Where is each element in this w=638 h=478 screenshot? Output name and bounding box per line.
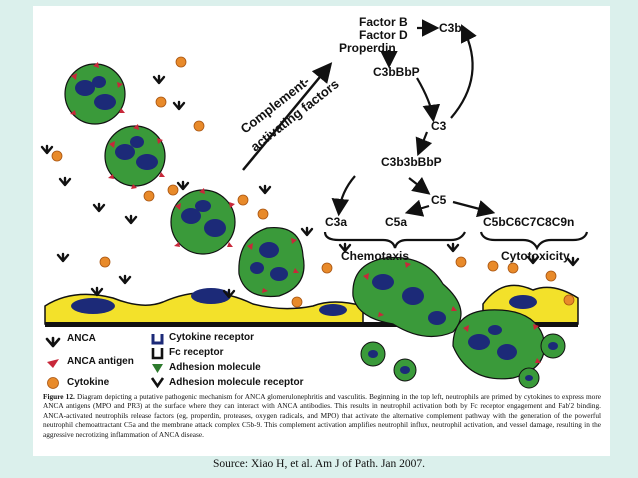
legend-anca-antigen: ANCA antigen bbox=[67, 356, 134, 367]
fc-receptor-icon bbox=[151, 348, 164, 360]
neutrophil-fragments bbox=[360, 333, 566, 389]
cytokine-receptor-icon bbox=[151, 334, 164, 345]
legend-symbols bbox=[45, 334, 165, 389]
neutrophil-4 bbox=[238, 226, 305, 298]
figure-caption: Figure 12. Diagram depicting a putative … bbox=[43, 392, 601, 439]
c3bbbp-label: C3bBbP bbox=[373, 65, 420, 79]
cytotoxicity-label: Cytotoxicity bbox=[501, 249, 570, 263]
source-citation: Source: Xiao H, et al. Am J of Path. Jan… bbox=[212, 458, 426, 470]
factor-d-label: Factor D bbox=[359, 28, 408, 42]
legend-adhesion-molecule: Adhesion molecule bbox=[169, 362, 261, 373]
adhesion-molecule-icon bbox=[152, 364, 163, 373]
legend-cytokine: Cytokine bbox=[67, 377, 110, 388]
properdin-label: Properdin bbox=[339, 41, 396, 55]
figure-panel: Complement- activating factors Factor B … bbox=[33, 6, 610, 456]
legend-cytokine-receptor: Cytokine receptor bbox=[169, 332, 255, 343]
adhesion-molecule-receptor-icon bbox=[150, 377, 165, 389]
c3b-label: C3b bbox=[439, 21, 462, 35]
neutrophil-1 bbox=[64, 62, 126, 125]
figure-label: Figure 12. bbox=[43, 392, 75, 401]
cascade-arrows bbox=[323, 19, 589, 251]
anca-antigen-icon bbox=[47, 359, 59, 368]
anca-icon bbox=[45, 336, 61, 348]
c3b3bbbp-label: C3b3bBbP bbox=[381, 155, 442, 169]
anca-pathogenesis-diagram: Complement- activating factors Factor B … bbox=[40, 15, 589, 389]
legend-fc-receptor: Fc receptor bbox=[169, 347, 224, 358]
figure-caption-text: Diagram depicting a putative pathogenic … bbox=[43, 392, 602, 439]
chemotaxis-label: Chemotaxis bbox=[341, 249, 409, 263]
c3a-label: C3a bbox=[325, 215, 347, 229]
neutrophil-5 bbox=[352, 256, 462, 338]
neutrophil-3 bbox=[170, 188, 236, 255]
legend-adhesion-molecule-receptor: Adhesion molecule receptor bbox=[169, 377, 304, 388]
c3-label: C3 bbox=[431, 119, 447, 133]
neutrophil-2 bbox=[104, 124, 166, 189]
legend-anca: ANCA bbox=[67, 333, 96, 344]
complement-cascade: Factor B Factor D Properdin C3b C3bBbP C… bbox=[325, 15, 574, 263]
factor-b-label: Factor B bbox=[359, 15, 408, 29]
cytokine-icon bbox=[47, 377, 59, 389]
cytokines bbox=[51, 56, 575, 308]
complement-activating-arrow: Complement- activating factors bbox=[238, 62, 342, 171]
mac-label: C5bC6C7C8C9n bbox=[483, 215, 574, 229]
c5-label: C5 bbox=[431, 193, 447, 207]
anca-antibodies bbox=[40, 74, 580, 299]
c5a-label: C5a bbox=[385, 215, 407, 229]
neutrophil-6 bbox=[452, 309, 545, 380]
